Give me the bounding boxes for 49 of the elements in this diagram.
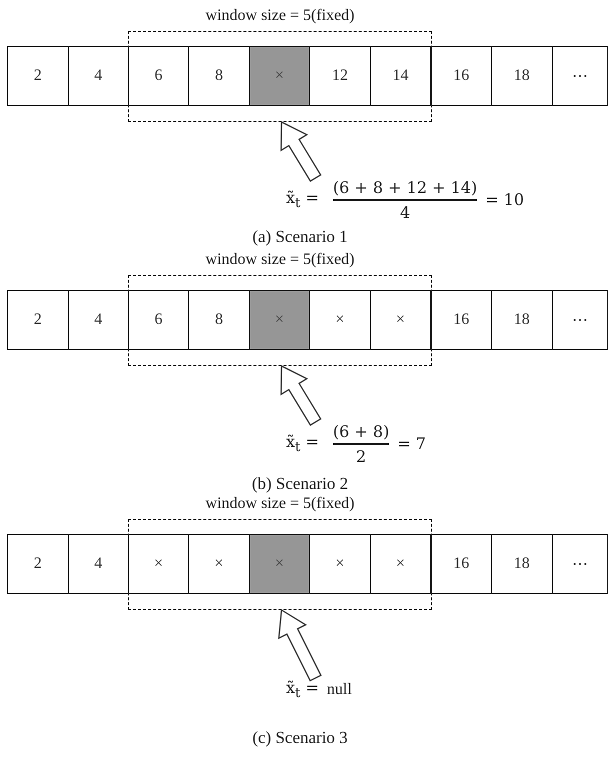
array-cell: × [128,534,190,594]
fraction-denominator: 2 [356,446,366,466]
array-cell: 18 [491,534,552,594]
array-cell: 16 [430,290,492,350]
array-cell: × [370,534,432,594]
block-arrow [278,608,322,682]
array-cell: 8 [188,290,250,350]
array-cell: 14 [370,46,432,106]
caption: (b) Scenario 2 [252,474,348,494]
fraction-numerator: (6 + 8 + 12 + 14) [332,178,478,197]
array-cell: 4 [68,290,129,350]
array-cell: 16 [430,534,492,594]
window-size-label: window size = 5(fixed) [206,251,354,269]
array-cell: × [309,290,371,350]
array-cell: × [309,534,371,594]
array-cell: 2 [7,290,68,350]
equation-result: = 7 [397,434,426,454]
fraction-denominator: 4 [400,202,410,222]
array-cell: 6 [128,46,190,106]
window-size-label: window size = 5(fixed) [206,7,354,25]
array-cell: 12 [309,46,371,106]
array-cell: 4 [68,46,129,106]
shaded-cell: × [248,290,310,350]
math-variable: x̃$_{t}$ = [286,432,319,456]
equation-result: null [326,680,352,699]
window-size-label: window size = 5(fixed) [206,495,354,513]
math-variable: x̃$_{t}$ = [286,188,319,212]
caption: (c) Scenario 3 [252,728,348,748]
array-cell: × [370,290,432,350]
array-cell: 16 [430,46,492,106]
array-cell: ⋯ [552,290,608,350]
array-cell: ⋯ [552,46,608,106]
array-cell: 2 [7,534,68,594]
block-arrow [280,120,322,182]
math-variable: x̃$_{t}$ = [286,678,319,702]
fraction-numerator: (6 + 8) [332,422,390,441]
array-cell: 18 [491,46,552,106]
array-cell: 4 [68,534,129,594]
shaded-cell: × [248,534,310,594]
array-cell: 8 [188,46,250,106]
array-cell: ⋯ [552,534,608,594]
array-cell: 6 [128,290,190,350]
array-cell: 2 [7,46,68,106]
caption: (a) Scenario 1 [252,227,348,247]
equation-result: = 10 [485,190,524,210]
block-arrow [280,364,322,426]
array-cell: × [188,534,250,594]
shaded-cell: × [248,46,310,106]
array-cell: 18 [491,290,552,350]
